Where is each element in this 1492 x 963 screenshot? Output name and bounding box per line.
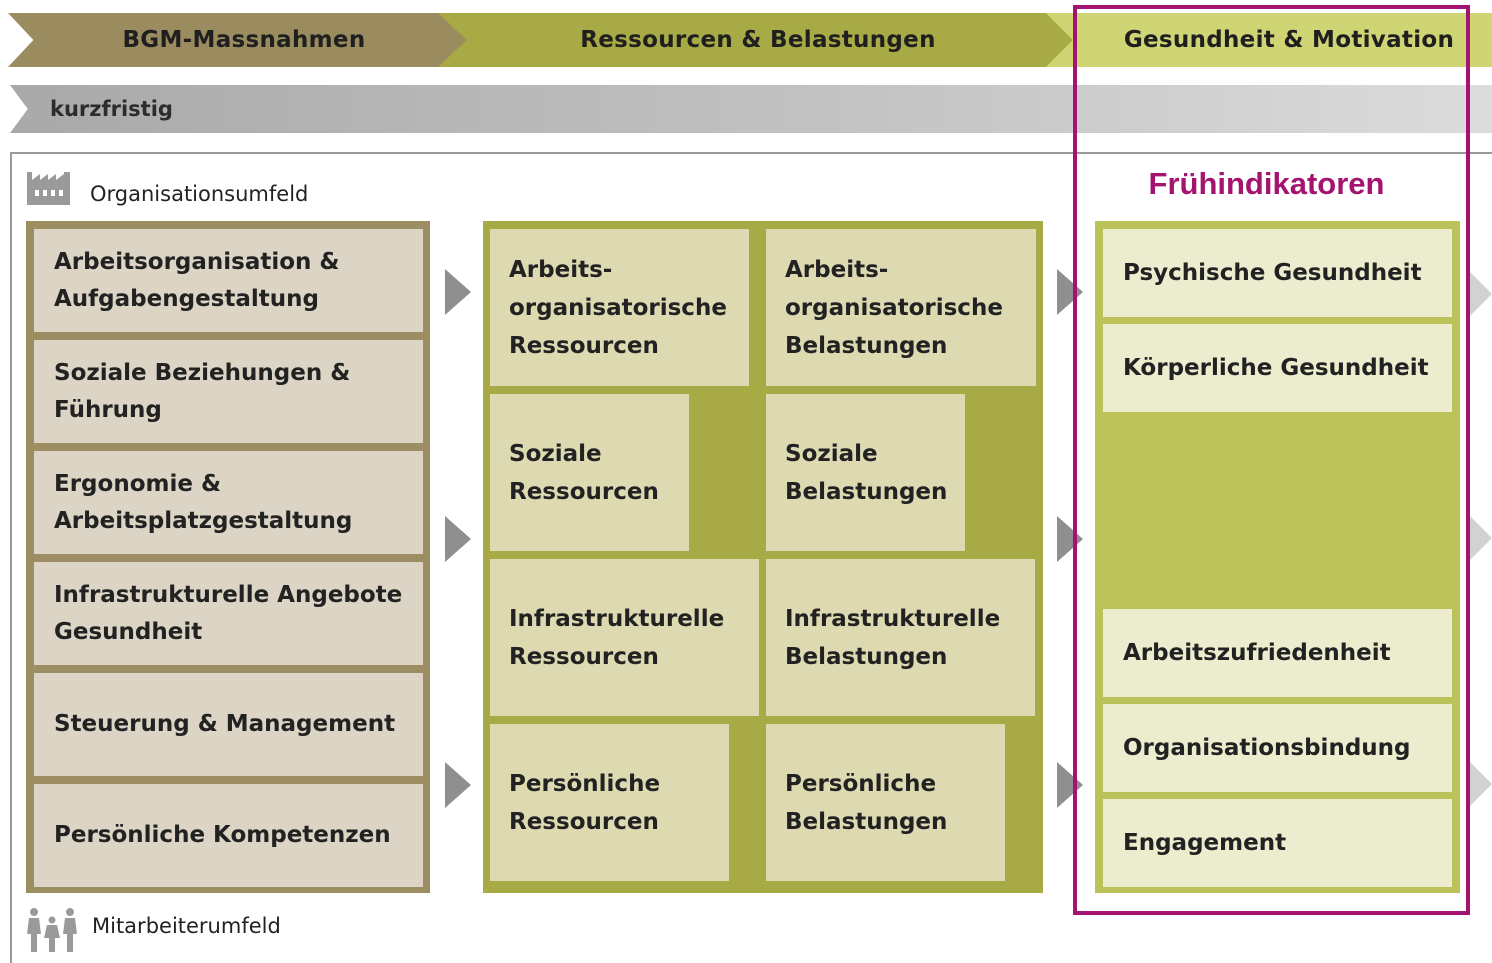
outcome-item: Arbeitszufriedenheit	[1103, 609, 1452, 697]
organisation-frame-top	[10, 152, 1492, 154]
outcome-item: Engagement	[1103, 799, 1452, 887]
burden-item: Persönliche Belastungen	[766, 724, 1005, 881]
header-step-resources: Ressourcen & Belastungen	[438, 13, 1078, 67]
measure-item: Ergonomie & Arbeitsplatzgestaltung	[34, 451, 423, 554]
arrow-right-icon	[445, 269, 471, 315]
measure-item: Steuerung & Management	[34, 673, 423, 776]
outcomes-column: Psychische Gesundheit Körperliche Gesund…	[1095, 221, 1460, 893]
measure-item: Infrastrukturelle Angebote Gesundheit	[34, 562, 423, 665]
organisation-frame-left	[10, 152, 12, 963]
measure-item: Arbeitsorganisation & Aufgabengestaltung	[34, 229, 423, 332]
burden-item: Arbeits- organisatorische Belastungen	[766, 229, 1036, 386]
resources-burdens-grid: Arbeits- organisatorische Ressourcen Arb…	[483, 221, 1043, 893]
burden-item: Infrastrukturelle Belastungen	[766, 559, 1035, 716]
header-step-bgm: BGM-Massnahmen	[8, 13, 470, 67]
burden-item: Soziale Belastungen	[766, 394, 965, 551]
outcome-item: Organisationsbindung	[1103, 704, 1452, 792]
resource-item: Arbeits- organisatorische Ressourcen	[490, 229, 749, 386]
timeframe-bar: kurzfristig	[10, 85, 1492, 133]
resource-item: Soziale Ressourcen	[490, 394, 689, 551]
measures-column: Arbeitsorganisation & Aufgabengestaltung…	[26, 221, 430, 893]
outcome-item: Psychische Gesundheit	[1103, 229, 1452, 317]
organisation-label: Organisationsumfeld	[90, 182, 309, 206]
header-step-health: Gesundheit & Motivation	[1046, 13, 1492, 67]
early-indicators-label: Frühindikatoren	[1148, 166, 1385, 201]
arrow-right-icon	[1470, 516, 1492, 560]
measure-item: Soziale Beziehungen & Führung	[34, 340, 423, 443]
employees-label: Mitarbeiterumfeld	[92, 914, 281, 938]
timeframe-label: kurzfristig	[50, 97, 173, 121]
header-step-bgm-label: BGM-Massnahmen	[122, 27, 366, 53]
early-indicators-highlight	[1073, 5, 1470, 915]
arrow-right-icon	[1470, 272, 1492, 316]
factory-icon	[27, 172, 70, 205]
people-icon	[27, 908, 77, 952]
arrow-right-icon	[445, 762, 471, 808]
arrow-right-icon	[445, 516, 471, 562]
measure-item: Persönliche Kompetenzen	[34, 784, 423, 887]
resource-item: Infrastrukturelle Ressourcen	[490, 559, 759, 716]
arrow-right-icon	[1470, 762, 1492, 806]
outcome-item: Körperliche Gesundheit	[1103, 324, 1452, 412]
header-step-health-label: Gesundheit & Motivation	[1123, 27, 1455, 53]
header-step-resources-label: Ressourcen & Belastungen	[580, 27, 936, 53]
resource-item: Persönliche Ressourcen	[490, 724, 729, 881]
